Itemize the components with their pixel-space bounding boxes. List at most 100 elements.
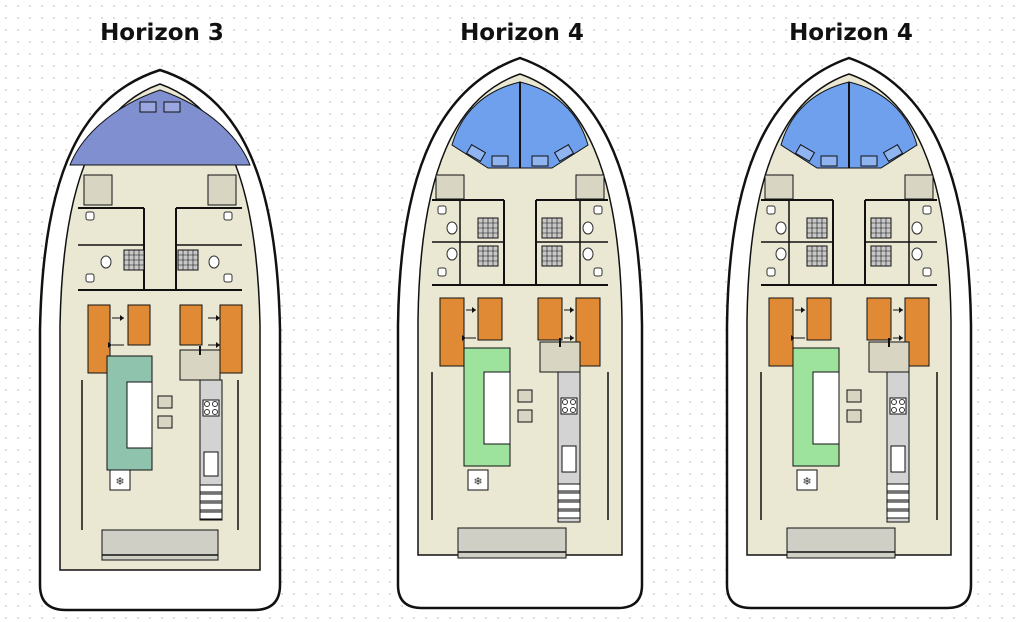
stool (846, 409, 862, 423)
arrow-head (791, 335, 795, 341)
stern-bench (786, 527, 896, 559)
arrow-head (801, 307, 805, 313)
arrow-head (216, 342, 220, 348)
arrow-head (899, 335, 903, 341)
floor-plan-panel-horizon-4-b: Horizon 4 ❄ (721, 0, 981, 622)
hob (560, 397, 578, 415)
fridge (109, 469, 131, 491)
burner-icon (212, 401, 218, 407)
boat-floor-plan: ❄ (396, 56, 644, 610)
sink-icon (766, 267, 776, 277)
pillow (794, 143, 816, 163)
plan-title: Horizon 4 (789, 20, 913, 46)
toilet-icon (911, 247, 923, 261)
arrow-head (462, 335, 466, 341)
arrow-head (899, 307, 903, 313)
fridge (796, 469, 818, 491)
sink-icon (223, 211, 233, 221)
burner-icon (570, 407, 576, 413)
pillow (860, 155, 878, 167)
toilet-icon (775, 221, 787, 235)
arrow-head (570, 335, 574, 341)
pillow (491, 155, 509, 167)
hob (889, 397, 907, 415)
stair-step (886, 501, 910, 510)
stair-step (557, 492, 581, 501)
bed (537, 297, 563, 341)
stool (846, 389, 862, 403)
stair-step (886, 492, 910, 501)
sink-icon (922, 205, 932, 215)
pillow (820, 155, 838, 167)
bed (87, 304, 111, 374)
burner-icon (204, 401, 210, 407)
burner-icon (891, 399, 897, 405)
fridge-icon: ❄ (115, 475, 124, 488)
bow-cabin-starboard (848, 81, 918, 169)
sink-icon (223, 273, 233, 283)
dining-table (483, 371, 511, 445)
stair-step (557, 483, 581, 492)
burner-icon (562, 399, 568, 405)
burner-icon (204, 409, 210, 415)
stool (517, 409, 533, 423)
stair-step (886, 510, 910, 519)
bed (219, 304, 243, 374)
sink-icon (437, 205, 447, 215)
bed (127, 304, 151, 346)
toilet-icon (582, 247, 594, 261)
bed (477, 297, 503, 341)
sink-unit (561, 445, 577, 473)
sink-icon (593, 267, 603, 277)
toilet-icon (446, 221, 458, 235)
stair-step (199, 511, 223, 520)
floor-plan-panel-horizon-3: Horizon 3 ❄ (32, 0, 292, 622)
bow-cabin-starboard (519, 81, 589, 169)
toilet-icon (446, 247, 458, 261)
stool (157, 415, 173, 429)
pillow (465, 143, 487, 163)
bed (866, 297, 892, 341)
pillow (553, 143, 575, 163)
arrow-head (108, 342, 112, 348)
pillow (163, 101, 181, 113)
fridge-icon: ❄ (473, 475, 482, 488)
locker (764, 174, 794, 200)
burner-icon (570, 399, 576, 405)
bed (439, 297, 465, 367)
burner-icon (899, 407, 905, 413)
toilet-icon (582, 221, 594, 235)
fridge-icon: ❄ (802, 475, 811, 488)
bed (768, 297, 794, 367)
stool (517, 389, 533, 403)
burner-icon (899, 399, 905, 405)
sink-icon (85, 273, 95, 283)
sink-icon (437, 267, 447, 277)
bow-cabin (69, 89, 251, 166)
burner-icon (212, 409, 218, 415)
stern-bench (457, 527, 567, 559)
arrow-head (570, 307, 574, 313)
locker (575, 174, 605, 200)
floor-plan-panel-horizon-4-a: Horizon 4 ❄ (392, 0, 652, 622)
stair-step (557, 501, 581, 510)
bed (806, 297, 832, 341)
bow-cabin-port (451, 81, 521, 169)
arrow-head (120, 315, 124, 321)
locker (435, 174, 465, 200)
pillow (139, 101, 157, 113)
sink-unit (890, 445, 906, 473)
toilet-icon (100, 255, 112, 269)
pillow (531, 155, 549, 167)
fridge (467, 469, 489, 491)
sink-unit (203, 451, 219, 477)
boat-floor-plan: ❄ (38, 68, 282, 612)
bow-cabin-port (780, 81, 850, 169)
locker (207, 174, 237, 206)
sink-icon (922, 267, 932, 277)
stair-step (199, 493, 223, 502)
boat-floor-plan: ❄ (725, 56, 973, 610)
toilet-icon (911, 221, 923, 235)
pillow (882, 143, 904, 163)
arrow-head (216, 315, 220, 321)
